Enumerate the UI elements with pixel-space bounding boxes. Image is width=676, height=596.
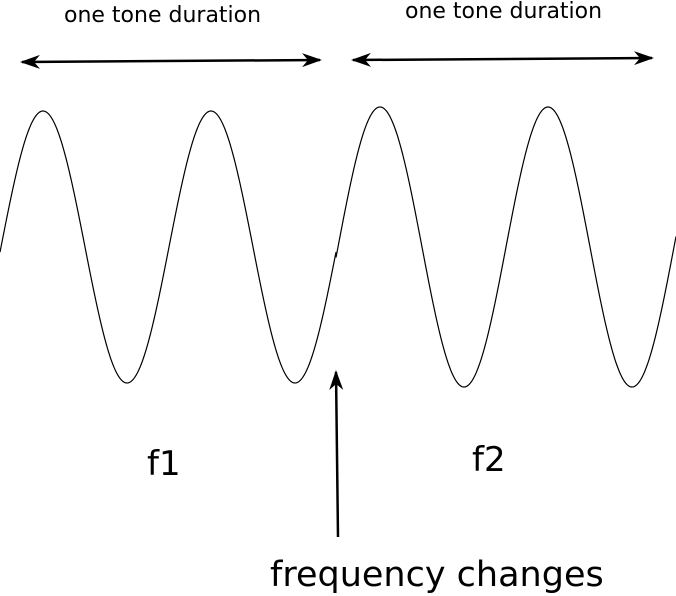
wave-f1 bbox=[0, 110, 337, 384]
f1-label: f1 bbox=[147, 444, 181, 484]
tone-duration-label-left: one tone duration bbox=[64, 3, 262, 28]
tone-duration-label-right: one tone duration bbox=[405, 0, 603, 24]
tone-duration-arrow-right bbox=[351, 51, 654, 67]
frequency-change-arrow bbox=[329, 370, 344, 538]
tone-duration-arrow-left bbox=[20, 53, 322, 69]
f2-label: f2 bbox=[472, 440, 506, 480]
frequency-changes-label: frequency changes bbox=[270, 555, 604, 595]
wave-f2 bbox=[335, 106, 676, 388]
